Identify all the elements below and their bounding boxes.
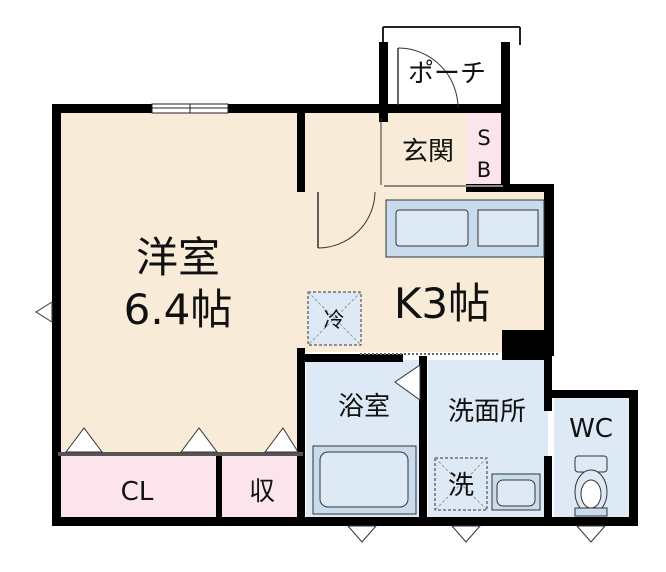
washroom-label: 洗面所 (448, 397, 526, 427)
porch-label: ポーチ (408, 59, 486, 89)
kitchen-counter (385, 199, 545, 258)
closet-door-marks (65, 427, 299, 453)
fridge-space (307, 291, 362, 346)
porch-door (397, 47, 459, 109)
fridge-label: 冷 (324, 308, 345, 332)
storage-label: 収 (249, 477, 275, 507)
storage-floor (222, 455, 303, 520)
closet-label: CL (121, 477, 154, 507)
shoe-box-floor (466, 110, 503, 188)
shoe-box-label-b: B (477, 158, 491, 182)
western-room-name: 洋室 (136, 233, 220, 282)
shoe-box-label-s: S (477, 126, 490, 150)
kitchen-door (317, 191, 376, 249)
closet-floor (58, 455, 216, 520)
bath-door (394, 364, 421, 401)
toilet-fixture (574, 455, 608, 517)
porch-outline (379, 26, 521, 188)
washer-label: 洗 (448, 471, 474, 501)
vent-markers (35, 301, 607, 543)
western-room-floor (58, 110, 303, 455)
bath-label: 浴室 (338, 392, 390, 422)
western-room-size: 6.4帖 (124, 285, 233, 334)
hall-floor (303, 110, 384, 190)
entrance-label: 玄関 (402, 137, 454, 167)
washer-space (434, 457, 488, 511)
toilet-label: WC (569, 414, 613, 444)
kitchen-label: K3帖 (394, 279, 490, 328)
bathtub (312, 445, 417, 515)
window-western-top (151, 103, 229, 114)
wash-basin (491, 473, 541, 511)
walls (52, 104, 638, 526)
entrance-floor (384, 110, 466, 190)
